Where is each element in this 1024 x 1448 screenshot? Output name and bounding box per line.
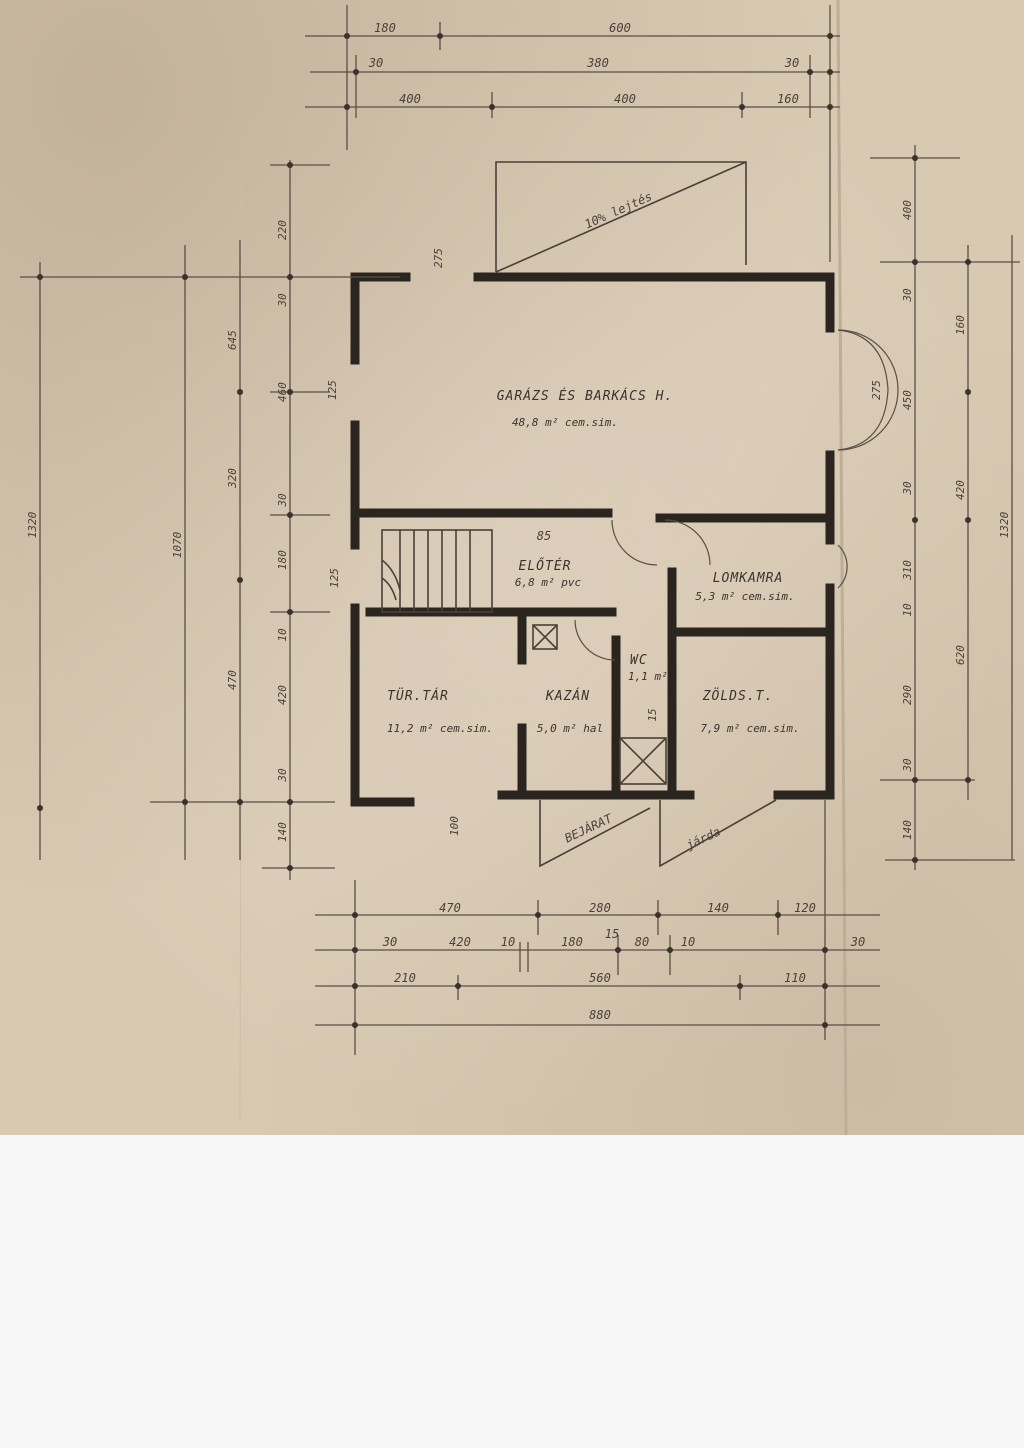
dim-top2-a: 30 <box>368 56 383 70</box>
dimension-lines <box>20 5 1020 1055</box>
dim-misc-6: 100 <box>448 816 461 836</box>
room-area-garage: 48,8 m² cem.sim. <box>512 416 618 429</box>
dim-left-b2: 460 <box>276 382 289 402</box>
dim-bottom4: 880 <box>589 1008 611 1022</box>
dim-bottom2-h: 30 <box>850 935 865 949</box>
room-area-wc: 1,1 m² <box>628 670 668 683</box>
dim-right-a0: 160 <box>954 315 967 335</box>
dim-bottom2-e: 15 <box>605 927 619 941</box>
dim-misc-3: 125 <box>328 568 341 588</box>
paper-crease <box>239 169 243 1121</box>
dim-left-b7: 30 <box>276 768 289 783</box>
dim-right-a1: 420 <box>954 480 967 500</box>
dim-left-b5: 10 <box>276 628 289 642</box>
dim-top1-a: 180 <box>374 21 396 35</box>
dim-top3-c: 160 <box>777 92 799 106</box>
dim-bottom1-a: 470 <box>439 901 461 915</box>
dim-left-a1: 320 <box>226 468 239 489</box>
dim-bottom3-a: 210 <box>394 971 416 985</box>
room-label-garage: GARÁZS ÉS BARKÁCS H. <box>497 388 674 404</box>
dim-top2-c: 30 <box>784 56 799 70</box>
pavement-label: járda <box>684 824 723 852</box>
interior-walls <box>350 508 835 795</box>
dim-right-b8: 140 <box>901 820 914 840</box>
dim-right-b6: 290 <box>901 685 914 705</box>
dim-bottom2-a: 30 <box>382 935 397 949</box>
dim-bottom2-c: 10 <box>501 935 515 949</box>
blank-scan-margin <box>0 1135 1024 1448</box>
dim-left-total: 1320 <box>26 511 39 538</box>
dim-left-a2: 470 <box>226 670 239 690</box>
driveway-slope-label: 10% lejtés <box>583 189 655 231</box>
driveway <box>495 161 747 273</box>
dim-right-b4: 310 <box>901 560 914 581</box>
dim-misc-5: 15 <box>646 708 659 721</box>
dimension-dots <box>37 33 971 1028</box>
dim-misc-4: 85 <box>537 529 551 543</box>
dim-left-b8: 140 <box>276 822 289 842</box>
dim-right-b0: 400 <box>901 200 914 220</box>
staircase <box>381 529 493 613</box>
dim-left-b6: 420 <box>276 685 289 705</box>
dim-misc-2: 275 <box>870 380 883 400</box>
room-area-pantry: 7,9 m² cem.sim. <box>700 722 799 735</box>
dim-right-b2: 450 <box>901 390 914 410</box>
dim-left-mid: 1070 <box>171 531 184 558</box>
dim-left-a0: 645 <box>226 330 239 350</box>
room-area-hall: 6,8 m² pvc <box>515 576 582 589</box>
wc-cell <box>532 624 667 785</box>
blueprint-paper: GARÁZS ÉS BARKÁCS H. 48,8 m² cem.sim. EL… <box>0 0 1024 1135</box>
dim-misc-1: 125 <box>326 380 339 400</box>
dim-right-b3: 30 <box>901 481 914 496</box>
dim-top3-a: 400 <box>399 92 421 106</box>
dim-right-b7: 30 <box>901 758 914 773</box>
dim-bottom1-d: 120 <box>794 901 816 915</box>
room-label-hall: ELŐTÉR <box>519 558 572 574</box>
dim-left-b0: 220 <box>276 220 289 240</box>
dim-misc-0: 275 <box>432 248 445 268</box>
room-label-storage: TÜR.TÁR <box>387 687 449 704</box>
dim-right-b1: 30 <box>901 288 914 303</box>
dim-right-b5: 10 <box>901 603 914 617</box>
floor-plan: GARÁZS ÉS BARKÁCS H. 48,8 m² cem.sim. EL… <box>20 0 1020 1135</box>
dim-bottom3-b: 560 <box>589 971 611 985</box>
dim-bottom3-c: 110 <box>784 971 806 985</box>
entrance-paths <box>539 799 777 868</box>
dim-left-b3: 30 <box>276 493 289 508</box>
dim-bottom1-c: 140 <box>707 901 729 915</box>
room-label-boiler: KAZÁN <box>545 688 590 704</box>
dim-right-a2: 620 <box>954 645 967 665</box>
dim-right-total: 1320 <box>998 511 1011 538</box>
room-area-junk: 5,3 m² cem.sim. <box>695 590 794 603</box>
room-area-boiler: 5,0 m² hal <box>537 722 603 735</box>
room-area-storage: 11,2 m² cem.sim. <box>387 722 493 735</box>
dim-bottom1-b: 280 <box>589 901 611 915</box>
dim-bottom2-f: 80 <box>635 935 649 949</box>
dim-left-b4: 180 <box>276 550 289 570</box>
paper-fold <box>836 0 848 1135</box>
room-label-pantry: ZÖLDS.T. <box>702 687 774 704</box>
dim-left-b1: 30 <box>276 293 289 308</box>
dim-bottom2-d: 180 <box>561 935 583 949</box>
dim-top1-b: 600 <box>609 21 631 35</box>
dim-bottom2-g: 10 <box>681 935 695 949</box>
room-label-wc: WC <box>630 653 648 668</box>
door-swings <box>574 329 899 661</box>
dim-bottom2-b: 420 <box>449 935 471 949</box>
room-label-junk: LOMKAMRA <box>713 571 784 586</box>
dim-top3-b: 400 <box>614 92 636 106</box>
dim-top2-b: 380 <box>586 56 609 70</box>
